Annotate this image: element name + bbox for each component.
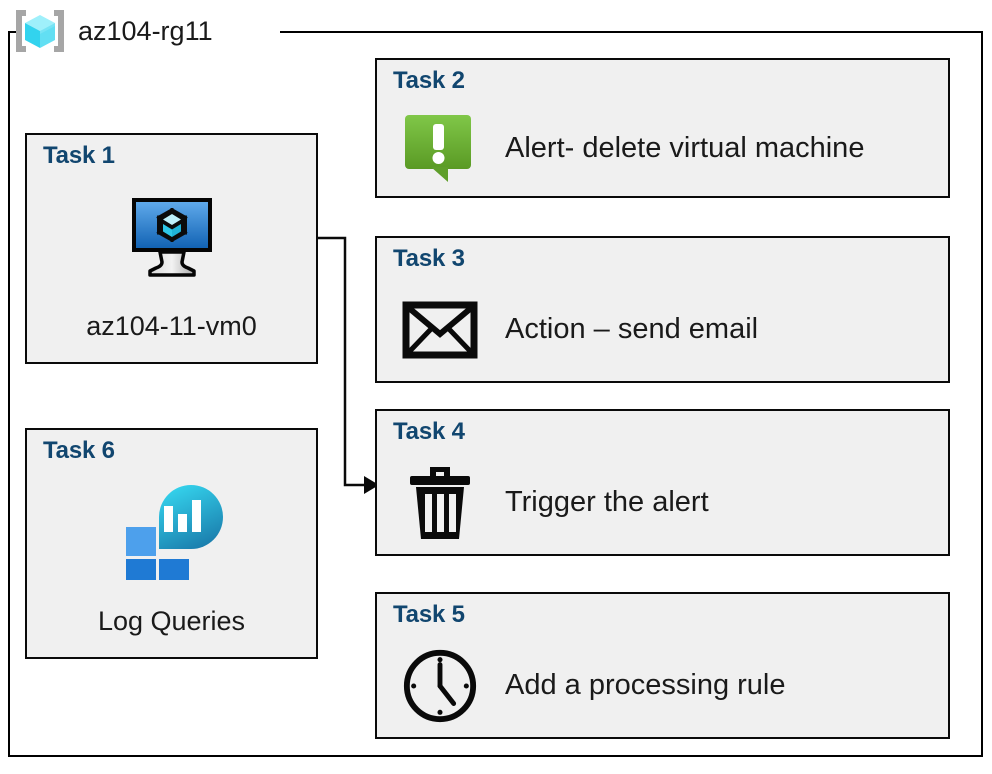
alert-exclamation-bubble-icon <box>401 109 479 187</box>
card-task2[interactable]: Task 2 Alert- delete virtual machine <box>375 58 950 198</box>
card-task2-label: Alert- delete virtual machine <box>505 131 865 164</box>
card-task6[interactable]: Task 6 Log Queries <box>25 428 318 659</box>
card-task5[interactable]: Task 5 Add a processing rule <box>375 592 950 739</box>
clock-icon <box>401 647 479 725</box>
resource-group-name: az104-rg11 <box>78 15 213 46</box>
card-task1-title: Task 1 <box>43 142 115 169</box>
card-task4[interactable]: Task 4 Trigger the alert <box>375 409 950 556</box>
card-task5-title: Task 5 <box>393 601 465 628</box>
log-analytics-icon <box>27 482 316 580</box>
card-task3-title: Task 3 <box>393 245 465 272</box>
card-task2-title: Task 2 <box>393 67 465 94</box>
virtual-machine-icon <box>27 187 316 283</box>
card-task3[interactable]: Task 3 Action – send email <box>375 236 950 383</box>
resource-group-header: az104-rg11 <box>12 4 213 58</box>
trash-delete-icon <box>401 464 479 542</box>
card-task4-label: Trigger the alert <box>505 486 709 518</box>
resource-group-frame <box>8 31 983 757</box>
resource-group-title-notch <box>18 22 280 42</box>
envelope-icon <box>401 291 479 369</box>
card-task4-title: Task 4 <box>393 418 465 445</box>
card-task1[interactable]: Task 1 <box>25 133 318 364</box>
card-task5-label: Add a processing rule <box>505 669 786 701</box>
card-task3-label: Action – send email <box>505 313 759 345</box>
card-task6-label: Log Queries <box>97 606 246 636</box>
card-task1-label: az104-11-vm0 <box>86 311 257 341</box>
resource-group-cube-icon <box>12 6 68 56</box>
card-task6-title: Task 6 <box>43 437 115 464</box>
